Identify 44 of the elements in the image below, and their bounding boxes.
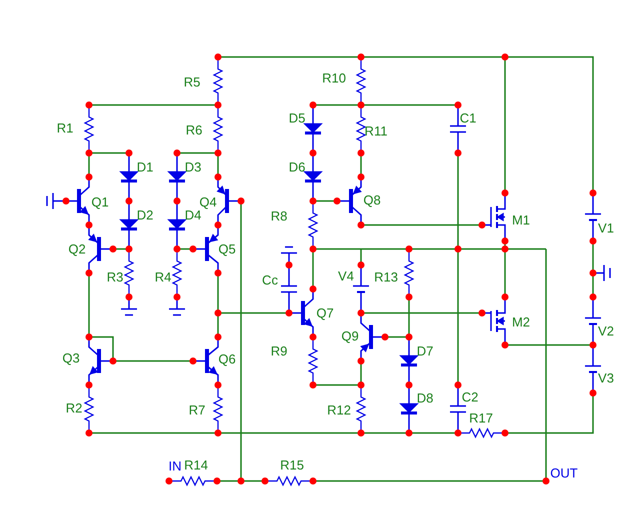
component-label: R5 <box>184 76 200 88</box>
component-label: Q1 <box>91 196 109 208</box>
component-label: V1 <box>598 222 614 234</box>
component-label: R10 <box>322 72 346 84</box>
component-label: R2 <box>66 402 82 414</box>
component-label: IN <box>168 460 182 472</box>
component-label: M1 <box>512 214 530 226</box>
component-label: Cc <box>262 274 278 286</box>
component-label: R3 <box>106 270 124 284</box>
component-label: R7 <box>188 404 206 416</box>
component-label: C1 <box>460 112 476 124</box>
component-label: Q3 <box>62 352 80 364</box>
component-label: C2 <box>462 390 478 404</box>
component-label: Q7 <box>316 306 334 320</box>
component-label: R6 <box>186 124 202 136</box>
component-label: Q9 <box>341 330 359 342</box>
component-label: D1 <box>136 160 154 174</box>
component-label: V4 <box>338 270 354 282</box>
component-label: R4 <box>154 270 172 284</box>
component-label: Q6 <box>218 352 236 366</box>
component-label: M2 <box>512 316 530 328</box>
component-label: R13 <box>374 270 398 284</box>
component-label: R11 <box>364 124 388 138</box>
component-label: D6 <box>288 160 306 174</box>
component-label: R15 <box>280 458 304 472</box>
component-label: Q2 <box>68 242 86 256</box>
component-label: R8 <box>270 210 288 222</box>
component-label: D8 <box>416 392 434 404</box>
component-label: D3 <box>184 160 202 174</box>
component-label: R17 <box>469 412 493 424</box>
component-label: D2 <box>136 208 154 222</box>
component-label: R1 <box>56 122 74 134</box>
component-label: D4 <box>184 208 202 222</box>
component-label: V3 <box>598 372 614 384</box>
component-label: V2 <box>598 324 614 338</box>
component-label: Q8 <box>363 194 381 206</box>
component-label: R12 <box>327 404 351 416</box>
component-label: Q4 <box>199 196 217 208</box>
component-label: Q5 <box>218 242 236 256</box>
component-label: D5 <box>288 112 306 124</box>
component-label: R9 <box>270 344 288 358</box>
component-label: D7 <box>416 344 434 358</box>
component-label: R14 <box>184 458 208 472</box>
component-label: OUT <box>550 466 578 480</box>
